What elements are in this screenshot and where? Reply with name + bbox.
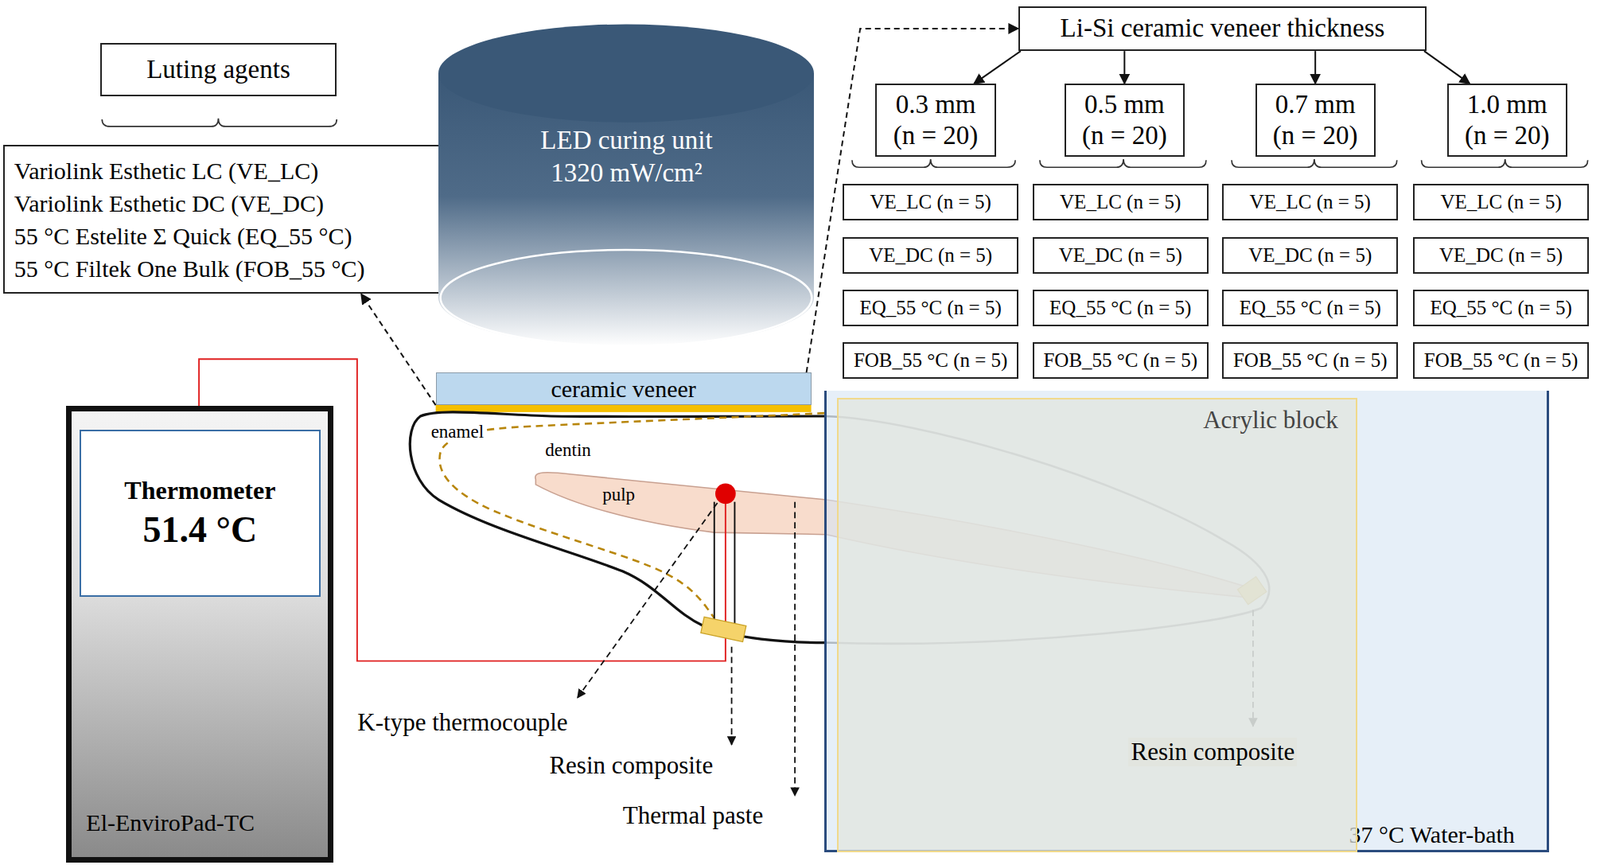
node-text: 37 °C Water-bath: [1348, 821, 1515, 849]
brace: [1039, 159, 1207, 168]
subgroup-box: VE_DC (n = 5): [1222, 237, 1398, 274]
subgroup-box: VE_DC (n = 5): [1413, 237, 1589, 274]
cylinder-top: [438, 24, 814, 123]
connector-arrow: [361, 293, 437, 405]
connector-arrow: [1314, 50, 1316, 84]
group-box: 0.5 mm (n = 20): [1064, 83, 1185, 157]
leader-line: [577, 502, 718, 698]
subgroup-box: VE_LC (n = 5): [1032, 183, 1209, 221]
thermocouple-wire: [733, 502, 736, 627]
node-text: 51.4 °C: [143, 508, 258, 551]
brace: [1231, 159, 1398, 168]
node-text: Li-Si ceramic veneer thickness: [1060, 13, 1386, 43]
thermocouple-wire: [713, 502, 716, 625]
node-text: LED curing unit 1320 mW/cm²: [513, 124, 740, 191]
callout-label: K-type thermocouple: [354, 708, 570, 737]
subgroup-box: VE_DC (n = 5): [1032, 237, 1209, 274]
leader-line: [731, 646, 733, 745]
node-text: EQ_55 °C (n = 5): [1239, 296, 1382, 320]
callout-label: Thermal paste: [620, 801, 766, 830]
node-text: Acrylic block: [1202, 405, 1339, 435]
subgroup-box: FOB_55 °C (n = 5): [1032, 342, 1209, 379]
brace: [101, 118, 337, 127]
node-text: FOB_55 °C (n = 5): [853, 349, 1009, 372]
subgroup-box: VE_LC (n = 5): [842, 183, 1019, 221]
node-text: EQ_55 °C (n = 5): [1429, 296, 1572, 320]
brace: [852, 159, 1016, 168]
node-text: FOB_55 °C (n = 5): [1424, 349, 1579, 372]
node-text: 0.3 mm (n = 20): [887, 89, 985, 152]
title-box: Li-Si ceramic veneer thickness: [1018, 6, 1427, 51]
leader-line: [794, 502, 796, 796]
node-text: Variolink Esthetic DC (VE_DC): [14, 186, 429, 220]
subgroup-box: VE_DC (n = 5): [842, 237, 1019, 274]
subgroup-box: VE_LC (n = 5): [1222, 183, 1398, 221]
subgroup-box: FOB_55 °C (n = 5): [1413, 342, 1589, 379]
subgroup-box: EQ_55 °C (n = 5): [842, 289, 1019, 327]
subgroup-box: VE_LC (n = 5): [1413, 183, 1589, 221]
curing-unit: LED curing unit 1320 mW/cm²: [438, 22, 814, 349]
callout-label: Resin composite: [546, 751, 716, 780]
group-box: 1.0 mm (n = 20): [1447, 83, 1568, 157]
cylinder-bottom: [440, 249, 813, 347]
node-text: FOB_55 °C (n = 5): [1233, 349, 1388, 372]
node-text: VE_DC (n = 5): [1058, 244, 1183, 267]
node-text: ceramic veneer: [550, 375, 696, 403]
node-text: VE_DC (n = 5): [1439, 244, 1563, 267]
subgroup-box: EQ_55 °C (n = 5): [1222, 289, 1398, 327]
subgroup-box: FOB_55 °C (n = 5): [1222, 342, 1398, 379]
node-text: FOB_55 °C (n = 5): [1043, 349, 1198, 372]
veneer-band: ceramic veneer: [436, 372, 812, 405]
acrylic-block: Acrylic block: [836, 397, 1358, 853]
thermocouple-tip: [715, 483, 736, 505]
subgroup-box: EQ_55 °C (n = 5): [1413, 289, 1589, 327]
connector-arrow: [1123, 50, 1126, 84]
node-text: Variolink Esthetic LC (VE_LC): [14, 154, 429, 187]
node-text: VE_DC (n = 5): [1248, 244, 1372, 267]
thermometer-device: El-EnviroPad-TC Thermometer51.4 °C: [66, 405, 334, 862]
node-text: VE_LC (n = 5): [1440, 190, 1562, 214]
water-bath: 37 °C Water-bath Acrylic block: [824, 390, 1550, 853]
group-box: 0.3 mm (n = 20): [875, 83, 996, 157]
node-text: VE_LC (n = 5): [1249, 190, 1371, 214]
part-label: pulp: [599, 484, 638, 506]
node-text: 0.5 mm (n = 20): [1075, 89, 1173, 152]
node-text: 1.0 mm (n = 20): [1458, 89, 1556, 152]
node-text: 55 °C Filtek One Bulk (FOB_55 °C): [14, 252, 429, 285]
node-text: 55 °C Estelite Σ Quick (EQ_55 °C): [14, 219, 429, 253]
title-box: Luting agents: [100, 42, 338, 97]
list-box: Variolink Esthetic LC (VE_LC)Variolink E…: [3, 144, 440, 294]
connector-arrow: [973, 50, 1021, 84]
node-text: VE_DC (n = 5): [868, 244, 993, 267]
connector-arrow: [1424, 50, 1470, 84]
node-text: EQ_55 °C (n = 5): [860, 296, 1002, 320]
thermometer-display: Thermometer51.4 °C: [79, 429, 321, 597]
node-text: VE_LC (n = 5): [1059, 190, 1181, 214]
node-text: Thermometer: [124, 475, 276, 506]
resin-composite-seal: [700, 616, 747, 642]
connector-arrow: [806, 28, 1019, 373]
subgroup-box: EQ_55 °C (n = 5): [1032, 289, 1209, 327]
group-box: 0.7 mm (n = 20): [1255, 83, 1376, 157]
part-label: enamel: [428, 421, 487, 443]
brace: [1421, 159, 1589, 168]
node-text: EQ_55 °C (n = 5): [1049, 296, 1192, 320]
part-label: dentin: [542, 439, 594, 461]
node-text: 0.7 mm (n = 20): [1266, 89, 1364, 152]
luting-layer: [436, 404, 812, 413]
subgroup-box: FOB_55 °C (n = 5): [842, 342, 1019, 379]
node-text: VE_LC (n = 5): [870, 190, 992, 214]
callout-label: Resin composite: [1128, 737, 1297, 767]
node-text: El-EnviroPad-TC: [85, 809, 255, 837]
node-text: Luting agents: [146, 54, 291, 85]
